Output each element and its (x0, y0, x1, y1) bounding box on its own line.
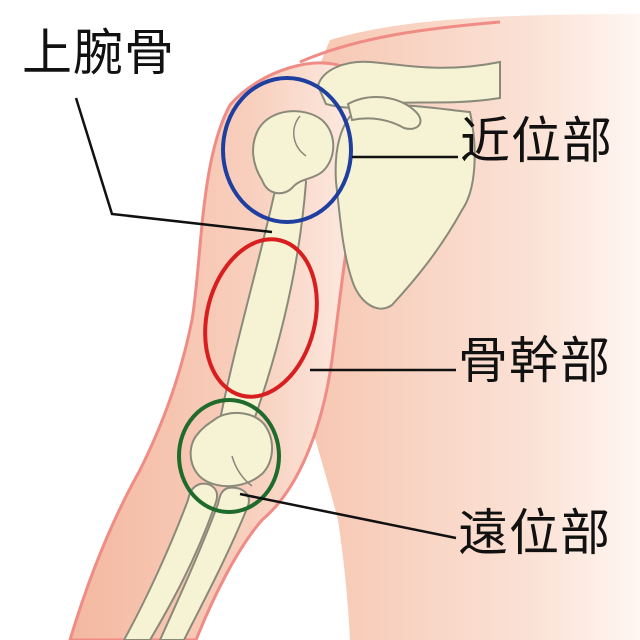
proximal-label: 近位部 (460, 112, 613, 170)
humeral-head-detail (293, 115, 307, 157)
distal-label: 遠位部 (458, 504, 611, 562)
clavicle-bone (316, 60, 501, 109)
distal-leader-line (239, 492, 457, 540)
shaft-region-circle (203, 237, 319, 399)
distal-humerus (189, 412, 273, 488)
ulna-bone (158, 486, 250, 640)
elbow-joint-detail (231, 455, 253, 487)
distal-region-circle (177, 398, 281, 514)
humerus-label: 上腕骨 (22, 24, 175, 82)
proximal-region-circle (221, 76, 353, 224)
shoulder-outline (299, 20, 501, 64)
radius-bone (122, 482, 218, 640)
humerus-leader-line (74, 97, 273, 234)
acromion-bone (346, 96, 422, 130)
humeral-head (252, 110, 335, 195)
shaft-label: 骨幹部 (458, 332, 611, 390)
